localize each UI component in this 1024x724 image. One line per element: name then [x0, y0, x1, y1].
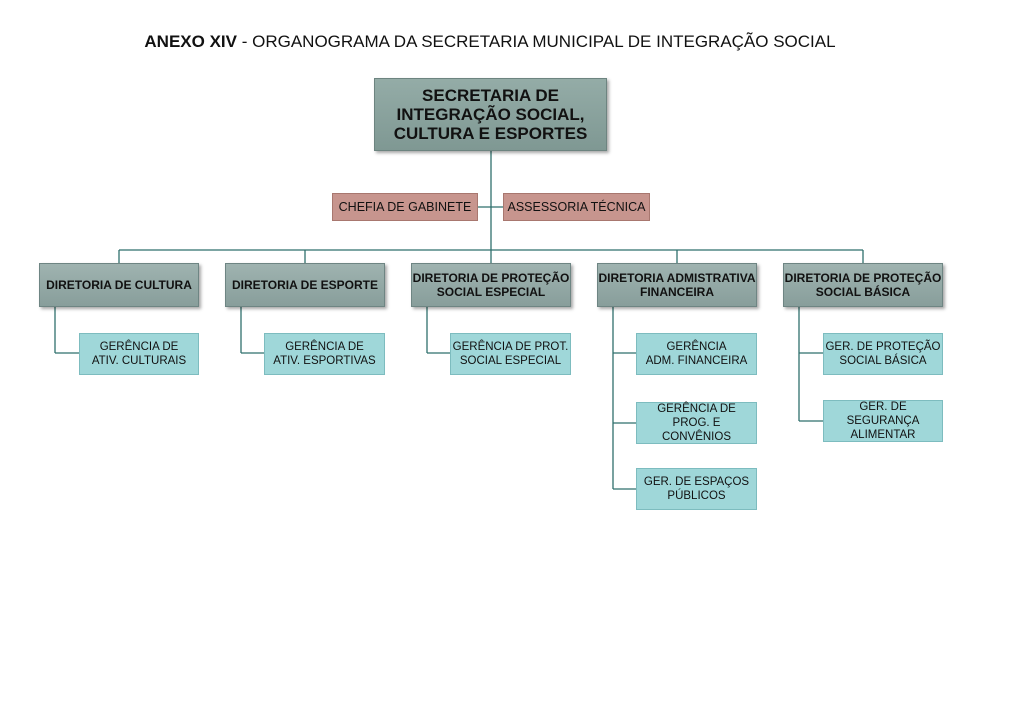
gerencia-espacos-publicos-box: GER. DE ESPAÇOS PÚBLICOS	[636, 468, 757, 510]
gerencia-prot-social-especial-box: GERÊNCIA DE PROT. SOCIAL ESPECIAL	[450, 333, 571, 375]
page-title: ANEXO XIV - ORGANOGRAMA DA SECRETARIA MU…	[0, 32, 980, 52]
gerencia-ativ-esportivas-box: GERÊNCIA DE ATIV. ESPORTIVAS	[264, 333, 385, 375]
title-prefix: ANEXO XIV	[144, 32, 237, 51]
gerencia-prog-convenios-box: GERÊNCIA DE PROG. E CONVÊNIOS	[636, 402, 757, 444]
secretaria-box: SECRETARIA DE INTEGRAÇÃO SOCIAL, CULTURA…	[374, 78, 607, 151]
diretoria-cultura-box: DIRETORIA DE CULTURA	[39, 263, 199, 307]
title-text: - ORGANOGRAMA DA SECRETARIA MUNICIPAL DE…	[237, 32, 836, 51]
diretoria-administrativa-box: DIRETORIA ADMISTRATIVA FINANCEIRA	[597, 263, 757, 307]
diretoria-protecao-basica-box: DIRETORIA DE PROTEÇÃO SOCIAL BÁSICA	[783, 263, 943, 307]
diretoria-protecao-especial-box: DIRETORIA DE PROTEÇÃO SOCIAL ESPECIAL	[411, 263, 571, 307]
chefia-de-gabinete-box: CHEFIA DE GABINETE	[332, 193, 478, 221]
assessoria-tecnica-box: ASSESSORIA TÉCNICA	[503, 193, 650, 221]
gerencia-protecao-social-basica-box: GER. DE PROTEÇÃO SOCIAL BÁSICA	[823, 333, 943, 375]
gerencia-seguranca-alimentar-box: GER. DE SEGURANÇA ALIMENTAR	[823, 400, 943, 442]
gerencia-adm-financeira-box: GERÊNCIA ADM. FINANCEIRA	[636, 333, 757, 375]
gerencia-ativ-culturais-box: GERÊNCIA DE ATIV. CULTURAIS	[79, 333, 199, 375]
diretoria-esporte-box: DIRETORIA DE ESPORTE	[225, 263, 385, 307]
